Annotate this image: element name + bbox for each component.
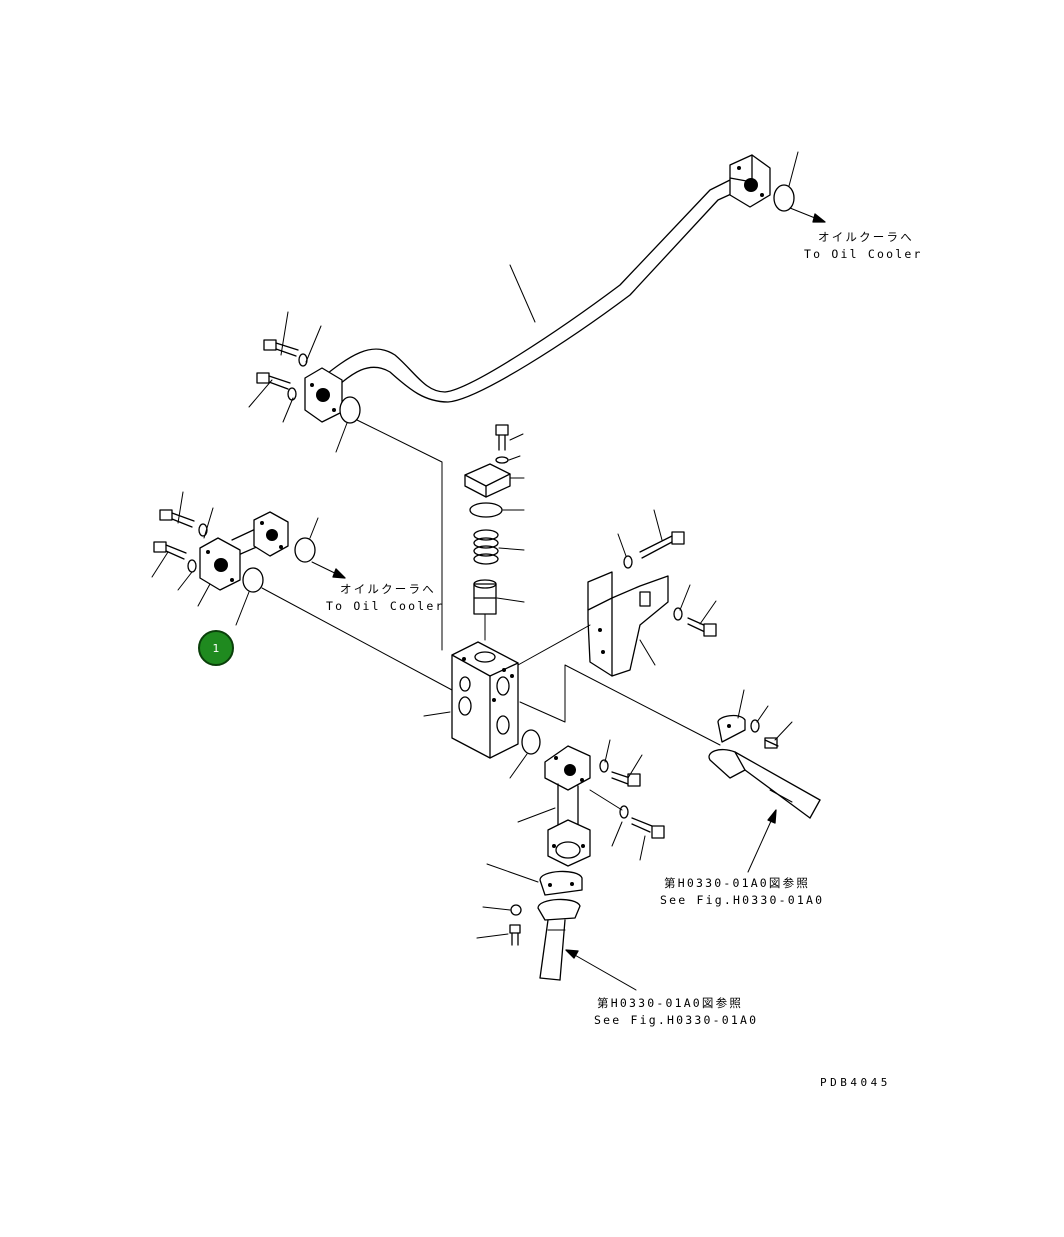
valve-block <box>423 641 541 779</box>
elbow-pipe <box>517 739 665 867</box>
reference-bottom-label-en: See Fig.H0330-01A0 <box>594 1013 759 1027</box>
drawing-code: PDB4045 <box>820 1076 891 1089</box>
upper-right-arrow <box>789 207 826 223</box>
bottom-pipe <box>476 863 583 981</box>
oil-cooler-left-label-jp: オイルクーラへ <box>340 582 436 596</box>
oil-cooler-left-label-en: To Oil Cooler <box>326 599 445 613</box>
right-ref-arrow <box>747 809 777 873</box>
reference-right-label-jp: 第H0330-01A0図参照 <box>664 876 811 890</box>
callout-1[interactable]: 1 <box>198 630 234 666</box>
upper-pipe <box>317 177 741 403</box>
upper-right-flange <box>729 151 799 212</box>
oil-cooler-upper-label-jp: オイルクーラへ <box>818 230 914 244</box>
reference-bottom-label-jp: 第H0330-01A0図参照 <box>597 996 744 1010</box>
upper-left-flange <box>248 311 361 453</box>
valve-stack <box>464 424 525 641</box>
left-pipe <box>151 491 319 626</box>
bracket <box>587 509 717 677</box>
oil-cooler-upper-label-en: To Oil Cooler <box>804 247 923 261</box>
reference-right-label-en: See Fig.H0330-01A0 <box>660 893 825 907</box>
right-pipe <box>708 689 821 819</box>
left-arrow <box>311 561 346 579</box>
bottom-ref-arrow <box>565 949 637 991</box>
